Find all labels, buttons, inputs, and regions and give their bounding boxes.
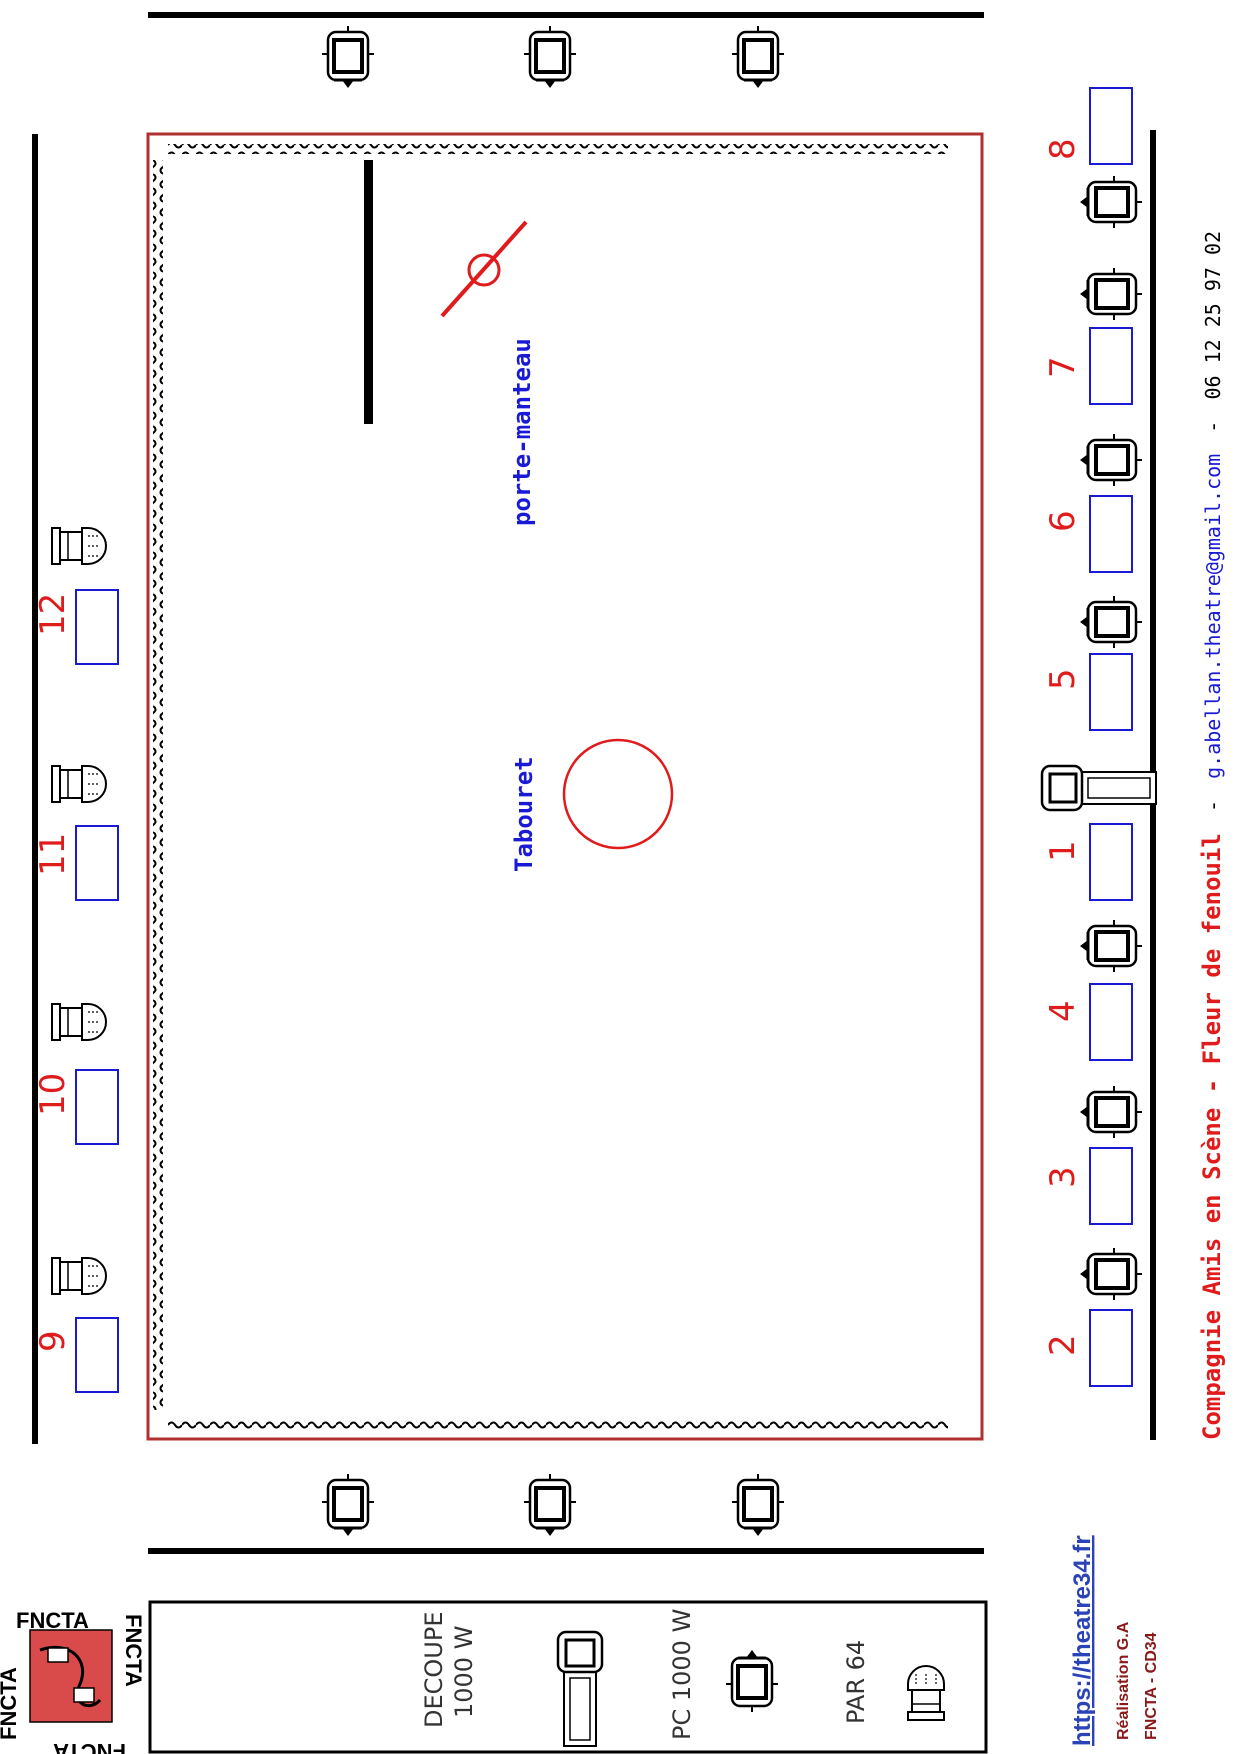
pc-2: [1078, 1246, 1144, 1302]
legend-decoupe-icon: [556, 1630, 604, 1748]
logo-text: FNCTA: [16, 1608, 89, 1633]
channel-box-9: [75, 1317, 119, 1393]
channel-box-10: [75, 1069, 119, 1145]
channel-box-8: [1089, 87, 1133, 165]
legend-pc-label: PC 1000 W: [668, 1609, 696, 1740]
coat-rack-label: porte-manteau: [508, 338, 536, 526]
pc-top-3: [730, 24, 786, 90]
stool-label: Tabouret: [510, 756, 538, 872]
channel-label-10: 10: [33, 1073, 73, 1116]
channel-label-4: 4: [1043, 1000, 1083, 1022]
footer-title: Compagnie Amis en Scène - Fleur de fenou…: [1198, 833, 1226, 1440]
channel-label-9: 9: [33, 1330, 73, 1352]
pc-8: [1078, 174, 1144, 230]
footer-phone: 06 12 25 97 02: [1201, 231, 1225, 400]
backdrop-flat: [364, 160, 373, 424]
channel-label-7: 7: [1043, 356, 1083, 378]
logo-text-bottom: FNCTA: [53, 1739, 126, 1754]
curtain-left: [153, 160, 163, 1410]
par-9: [51, 1257, 107, 1295]
channel-box-4: [1089, 983, 1133, 1061]
channel-box-7: [1089, 327, 1133, 405]
lighting-bar-left: [32, 134, 38, 1444]
channel-box-2: [1089, 1309, 1133, 1387]
website-link[interactable]: https://theatre34.fr: [1069, 1535, 1096, 1746]
par-10: [51, 1003, 107, 1041]
pc-bottom-2: [522, 1472, 578, 1538]
channel-box-6: [1089, 495, 1133, 573]
pc-top-1: [320, 24, 376, 90]
channel-label-3: 3: [1043, 1166, 1083, 1188]
footer-sep-1: -: [1201, 800, 1225, 812]
legend-par-label: PAR 64: [842, 1640, 870, 1724]
credit-author: Réalisation G.A: [1115, 1621, 1132, 1740]
lighting-bar-bottom: [148, 1548, 984, 1554]
footer-line: Compagnie Amis en Scène - Fleur de fenou…: [1198, 231, 1226, 1440]
pc-bottom-1: [320, 1472, 376, 1538]
coat-rack-icon: [440, 220, 528, 318]
credit-org: FNCTA - CD34: [1143, 1632, 1160, 1740]
pc-top-2: [522, 24, 578, 90]
channel-box-12: [75, 589, 119, 665]
lighting-bar-top: [148, 12, 984, 18]
channel-box-5: [1089, 653, 1133, 731]
logo-text-left: FNCTA: [0, 1667, 21, 1740]
pc-7: [1078, 266, 1144, 322]
channel-label-12: 12: [33, 593, 73, 636]
footer-email: g.abellan.theatre@gmail.com: [1201, 454, 1225, 779]
logo-text-right: FNCTA: [121, 1614, 146, 1687]
channel-label-2: 2: [1043, 1334, 1083, 1356]
par-12: [51, 527, 107, 565]
pc-3: [1078, 1084, 1144, 1140]
curtain-top: [168, 144, 948, 154]
channel-label-8: 8: [1043, 138, 1083, 160]
pc-6: [1078, 432, 1144, 488]
channel-box-1: [1089, 823, 1133, 901]
legend-pc-icon: [724, 1648, 780, 1714]
channel-box-11: [75, 825, 119, 901]
legend-decoupe-label: DECOUPE: [420, 1612, 448, 1729]
decoupe-1: [1040, 764, 1158, 812]
par-11: [51, 765, 107, 803]
channel-label-1: 1: [1043, 840, 1083, 862]
fncta-logo: FNCTA FNCTA FNCTA FNCTA: [0, 1604, 146, 1754]
legend-par-icon: [907, 1665, 945, 1721]
channel-label-5: 5: [1043, 668, 1083, 690]
stool-icon: [562, 738, 674, 850]
curtain-bottom: [168, 1420, 948, 1430]
footer-sep-2: -: [1201, 421, 1225, 433]
channel-label-11: 11: [33, 833, 73, 876]
pc-5: [1078, 594, 1144, 650]
channel-label-6: 6: [1043, 510, 1083, 532]
legend-decoupe-watt: 1000 W: [450, 1626, 478, 1718]
stage-outline: [146, 132, 984, 1441]
pc-bottom-3: [730, 1472, 786, 1538]
pc-4: [1078, 918, 1144, 974]
channel-box-3: [1089, 1147, 1133, 1225]
